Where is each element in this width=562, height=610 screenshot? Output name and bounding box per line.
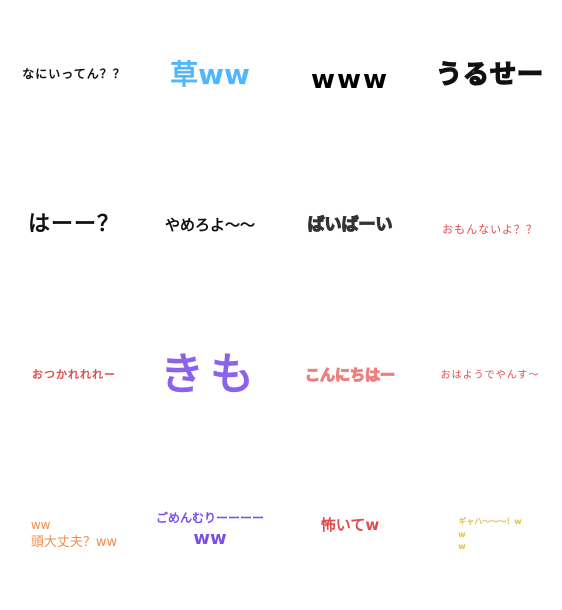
sticker-kowaite[interactable]: 怖いてw	[280, 450, 420, 600]
sticker-kusa-ww[interactable]: 草ww	[140, 0, 280, 150]
sticker-atama-daijoubu[interactable]: ww 頭大丈夫？ww	[4, 460, 144, 610]
sticker-omonnaiyo[interactable]: おもんないよ？？	[420, 155, 560, 305]
sticker-text: はーー？	[27, 211, 120, 237]
sticker-kimo[interactable]: きも	[140, 300, 280, 450]
sticker-text: おもんないよ？？	[442, 222, 538, 236]
sticker-konnichiha[interactable]: こんにちはー	[280, 300, 420, 450]
sticker-text: 頭大丈夫？ww	[30, 535, 118, 551]
sticker-naniitten[interactable]: なにいってん？？	[4, 0, 144, 150]
sticker-ohayoudeyansu[interactable]: おはようでやんす～	[420, 300, 560, 450]
sticker-otsukare[interactable]: おつかれれれー	[4, 300, 144, 450]
sticker-www[interactable]: www	[280, 5, 420, 155]
sticker-text: やめろよ～～	[164, 215, 255, 234]
sticker-text-stack: ww 頭大丈夫？ww	[30, 518, 118, 551]
sticker-text: うるせー	[435, 59, 544, 90]
sticker-text: ww	[30, 518, 51, 533]
sticker-text: 怖いてw	[320, 515, 380, 534]
sticker-yameroyo[interactable]: やめろよ～～	[140, 150, 280, 300]
sticker-haa[interactable]: はーー？	[4, 150, 144, 300]
sticker-text: きも	[160, 348, 260, 400]
sticker-gomen-muri[interactable]: ごめんむりーーーー ww	[140, 455, 280, 605]
sticker-text-stack: ギャハ～～～！w w w	[458, 516, 522, 552]
sticker-text: 草ww	[170, 57, 250, 91]
sticker-text: w	[458, 529, 466, 539]
sticker-urusee[interactable]: うるせー	[420, 0, 560, 150]
sticker-text: おはようでやんす～	[440, 369, 540, 381]
sticker-text-stack: ごめんむりーーーー ww	[155, 510, 264, 549]
sticker-text: ギャハ～～～！w	[458, 516, 522, 526]
sticker-baibai[interactable]: ばいばーい	[280, 150, 420, 300]
sticker-gyaha[interactable]: ギャハ～～～！w w w	[420, 460, 560, 610]
sticker-text: おつかれれれー	[32, 367, 116, 381]
sticker-text: ww	[193, 527, 227, 549]
sticker-text: www	[310, 64, 390, 95]
sticker-text: ごめんむりーーーー	[155, 510, 264, 525]
sticker-text: w	[458, 542, 466, 552]
sticker-text: なにいってん？？	[22, 67, 126, 82]
sticker-text: こんにちはー	[304, 365, 395, 384]
sticker-text: ばいばーい	[307, 214, 393, 235]
